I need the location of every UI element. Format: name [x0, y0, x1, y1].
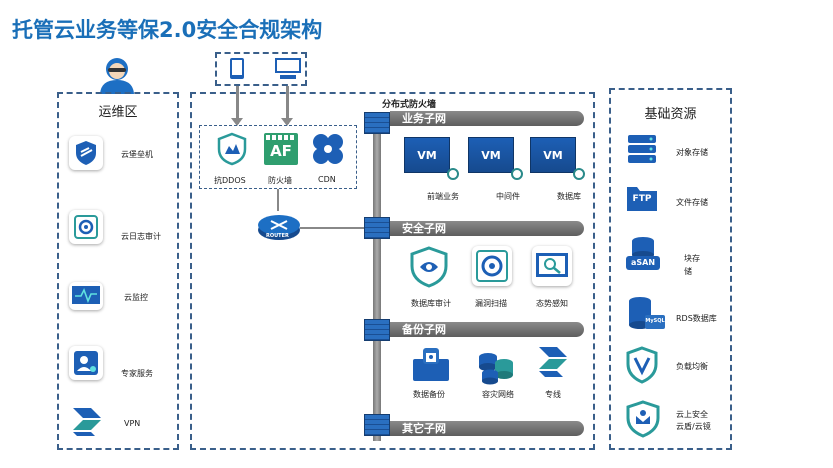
edge-item-label: 抗DDOS — [214, 176, 246, 185]
firewall-node-icon — [364, 217, 390, 239]
resources-zone-title: 基础资源 — [644, 107, 697, 122]
resource-item-label: RDS数据库 — [676, 314, 717, 323]
business-item-label: 数据库 — [557, 192, 581, 201]
firewall-node-icon — [364, 112, 390, 134]
firewall-af-icon: AF — [264, 133, 298, 165]
edge-item-label: CDN — [318, 175, 336, 184]
ops-zone — [57, 92, 179, 450]
vm-status-icon — [573, 168, 585, 180]
expert-service-icon — [69, 346, 103, 380]
edge-services-box — [199, 125, 357, 189]
data-backup-icon — [409, 345, 453, 385]
disaster-recovery-icon — [474, 343, 518, 387]
ops-item-label: 云监控 — [124, 293, 148, 302]
vm-icon: VM — [468, 137, 514, 173]
ops-item-label: 云堡垒机 — [121, 150, 153, 159]
bastion-icon — [69, 136, 103, 170]
backup-item-label: 专线 — [545, 390, 561, 399]
cloud-security-icon — [625, 400, 661, 438]
ops-item-label: 专家服务 — [121, 369, 153, 378]
resource-item-label: 负载均衡 — [676, 362, 708, 371]
vpn-icon — [71, 404, 105, 438]
backup-item-label: 数据备份 — [413, 390, 445, 399]
backbone-line — [373, 118, 381, 441]
vm-status-icon — [511, 168, 523, 180]
object-storage-icon — [625, 132, 659, 166]
ftp-badge: FTP — [632, 194, 652, 204]
ftp-folder-icon: FTP — [625, 183, 659, 215]
db-audit-icon — [407, 245, 451, 289]
vm-icon: VM — [404, 137, 450, 173]
resource-item-label: 云上安全 云盾/云镜 — [676, 410, 711, 431]
core-zone — [190, 92, 595, 450]
mysql-badge: MySQL — [645, 318, 665, 324]
resource-item-label: 块存 储 — [684, 254, 700, 276]
dedicated-line-icon — [537, 345, 571, 381]
subnet-bar-security: 安全子网 — [390, 221, 584, 236]
resource-item-label: 对象存储 — [676, 148, 708, 157]
firewall-node-icon — [364, 414, 390, 436]
edge-item-label: 防火墙 — [268, 176, 292, 185]
vuln-scan-icon — [472, 246, 512, 286]
ops-item-label: VPN — [124, 419, 141, 428]
client-devices-box — [215, 52, 307, 86]
desktop-icon — [274, 57, 302, 81]
mysql-icon: MySQL — [625, 295, 665, 333]
cdn-icon — [311, 132, 345, 166]
resources-zone — [609, 88, 732, 450]
subnet-bar-backup: 备份子网 — [390, 322, 584, 337]
resource-item-label: 文件存储 — [676, 198, 708, 207]
security-item-label: 态势感知 — [536, 299, 568, 308]
router-label: ROUTER — [266, 233, 289, 239]
router-icon — [256, 208, 302, 242]
asan-icon: aSAN — [624, 234, 662, 272]
subnet-bar-business: 业务子网 — [390, 111, 584, 126]
load-balancer-icon — [625, 346, 659, 384]
ops-item-label: 云日志审计 — [121, 232, 161, 241]
user-avatar-icon — [97, 56, 137, 94]
tablet-icon — [228, 57, 246, 81]
firewall-node-icon — [364, 319, 390, 341]
distributed-firewall-label: 分布式防火墙 — [382, 100, 437, 110]
vm-status-icon — [447, 168, 459, 180]
asan-badge: aSAN — [630, 258, 656, 267]
business-item-label: 中间件 — [496, 192, 520, 201]
vm-icon: VM — [530, 137, 576, 173]
situation-awareness-icon — [532, 246, 572, 286]
security-item-label: 数据库审计 — [411, 299, 451, 308]
log-audit-icon — [69, 210, 103, 244]
backup-item-label: 容灾网络 — [482, 390, 514, 399]
ops-zone-title: 运维区 — [98, 105, 138, 120]
monitor-icon — [69, 282, 103, 310]
page-title: 托管云业务等保2.0安全合规架构 — [12, 18, 323, 42]
firewall-af-badge: AF — [270, 142, 292, 160]
business-item-label: 前端业务 — [427, 192, 459, 201]
subnet-bar-other: 其它子网 — [390, 421, 584, 436]
anti-ddos-icon — [216, 132, 248, 166]
security-item-label: 漏洞扫描 — [475, 299, 507, 308]
